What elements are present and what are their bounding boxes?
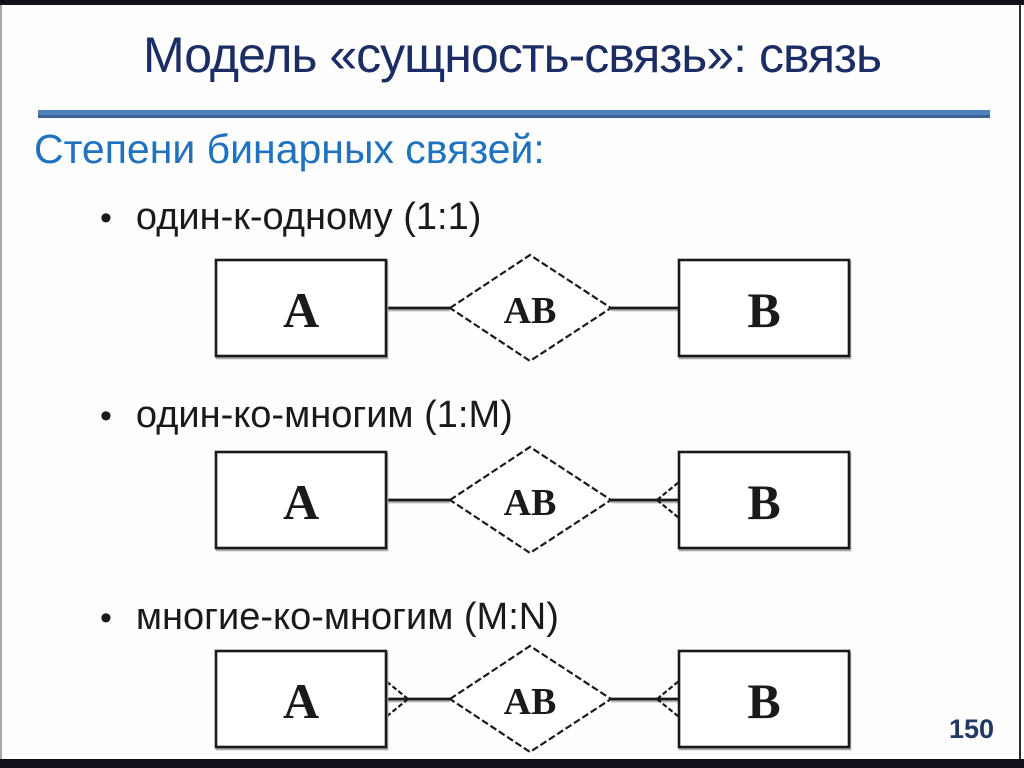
crow-foot-left — [385, 680, 409, 718]
bottom-border-bar — [0, 759, 1024, 768]
entity-b-label: B — [747, 673, 780, 729]
entity-b-label: B — [747, 474, 780, 530]
entity-a-box — [214, 258, 388, 358]
entity-b-box — [677, 649, 851, 749]
top-border-bar — [0, 0, 1024, 5]
relationship-label: AB — [504, 482, 557, 524]
relationship-label: AB — [504, 681, 557, 723]
entity-a-box — [214, 450, 388, 550]
er-diagram-one-to-many: A AB B — [214, 445, 851, 555]
relationship-diamond — [448, 644, 614, 754]
entity-b-label: B — [747, 282, 780, 338]
er-diagram-many-to-many: A AB B — [214, 644, 851, 754]
relationship-label: AB — [504, 290, 557, 332]
bullet-item-many-to-many: • многие-ко-многим (M:N) — [100, 596, 559, 639]
relationship-diamond — [448, 253, 614, 363]
er-diagram-one-to-one: A AB B — [214, 253, 851, 363]
left-edge-line — [0, 5, 2, 759]
bullet-marker: • — [100, 397, 112, 435]
entity-b-box — [677, 258, 851, 358]
relationship-diamond — [448, 445, 614, 555]
entity-a-label: A — [283, 282, 319, 338]
page-number: 150 — [948, 714, 994, 744]
entity-a-label: A — [283, 673, 319, 729]
bullet-label: многие-ко-многим (M:N) — [135, 596, 559, 638]
entity-a-box — [214, 649, 388, 749]
crow-foot-right — [656, 680, 680, 718]
bullet-item-one-to-one: • один-к-одному (1:1) — [100, 196, 481, 239]
bullet-item-one-to-many: • один-ко-многим (1:M) — [100, 394, 513, 437]
slide-title: Модель «сущность-связь»: связь — [142, 27, 882, 83]
bullet-label: один-ко-многим (1:M) — [135, 394, 513, 436]
bullet-marker: • — [100, 599, 112, 637]
bullet-marker: • — [100, 199, 112, 237]
entity-b-box — [677, 450, 851, 550]
crow-foot-right — [656, 481, 680, 519]
title-underline-rule — [38, 110, 990, 118]
section-heading: Степени бинарных связей: — [34, 126, 545, 172]
right-edge-line — [1019, 5, 1021, 759]
bullet-label: один-к-одному (1:1) — [135, 196, 482, 238]
entity-a-label: A — [283, 474, 319, 530]
